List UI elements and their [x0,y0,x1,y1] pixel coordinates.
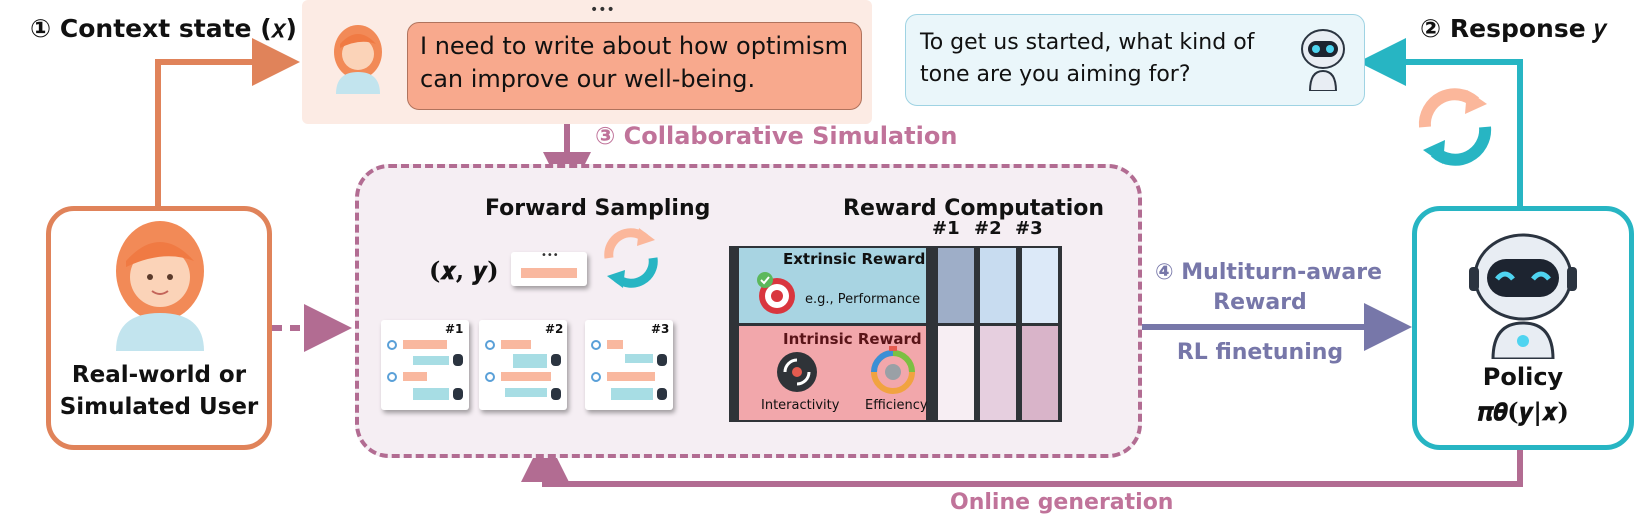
rollout-card-2: #2 [479,320,567,410]
user-mini-icon [591,340,601,350]
rollout-card-3: #3 [585,320,673,410]
extrinsic-reward-title: Extrinsic Reward [783,250,926,268]
policy-robot-icon [1469,233,1577,359]
rollout-number-3: #3 [651,322,670,336]
user-mini-icon [485,340,495,350]
efficiency-icon [871,346,915,394]
bot-message-bubble: To get us started, what kind of tone are… [905,14,1365,106]
policy-box: Policy 𝝅𝜽(𝒚|𝒙) [1412,206,1634,450]
context-arrow [155,38,300,206]
bot-mini-icon [453,388,463,400]
score-cell-extrinsic-3 [1022,248,1058,323]
efficiency-label: Efficiency [865,398,928,413]
bot-mini-icon [551,388,561,400]
extrinsic-example: e.g., Performance [805,292,921,307]
rl-finetuning-label: RL finetuning [1176,340,1344,365]
policy-formula: 𝝅𝜽(𝒚|𝒙) [1477,397,1569,426]
column-header-3: #3 [1015,218,1043,239]
target-icon [757,272,795,314]
user-message-bubble: I need to write about how optimism can i… [407,22,862,110]
online-generation-label: Online generation [950,490,1174,515]
score-cell-intrinsic-1 [938,326,974,420]
score-cell-extrinsic-2 [980,248,1016,323]
response-arrow [1358,38,1523,206]
context-response-pair: (𝒙, 𝒚) [429,256,499,285]
user-mini-icon [485,372,495,382]
user-message-text: I need to write about how optimism can i… [420,32,848,93]
score-cell-extrinsic-1 [938,248,974,323]
user-box: Real-world or Simulated User [46,206,272,450]
user-large-avatar-icon [116,221,204,351]
bot-message-text: To get us started, what kind of tone are… [920,30,1255,87]
column-header-2: #2 [974,218,1002,239]
sample-ellipsis-icon: ••• [541,250,559,261]
ellipsis-icon: ••• [590,2,615,18]
user-avatar-icon [334,25,382,94]
user-box-line2: Simulated User [59,394,259,420]
multiturn-reward-line1: ④ Multiturn-aware [1155,260,1383,285]
user-mini-icon [591,372,601,382]
intrinsic-reward-title: Intrinsic Reward [783,330,922,348]
rollout-card-1: #1 [381,320,469,410]
simulation-box: Forward Sampling Reward Computation (𝒙, … [355,164,1142,458]
context-state-label: ① Context state (𝑥) [30,14,297,43]
user-mini-icon [387,372,397,382]
multiturn-reward-line2: Reward [1213,290,1307,315]
rollout-number-1: #1 [445,322,464,336]
bot-mini-icon [657,388,667,400]
intrinsic-reward-cell: Intrinsic Reward Interactivity Efficienc… [739,326,928,420]
score-cell-intrinsic-3 [1022,326,1058,420]
update-cycle-icon [1418,88,1492,166]
sampling-cycle-icon [604,228,658,288]
user-turn-panel: ••• I need to write about how optimism c… [302,0,872,124]
score-cell-intrinsic-2 [980,326,1016,420]
interactivity-label: Interactivity [761,398,840,413]
bot-mini-icon [657,354,667,366]
response-label: ② Response 𝑦 [1420,14,1607,43]
column-header-1: #1 [932,218,960,239]
forward-sampling-label: Forward Sampling [485,196,711,221]
rollout-number-2: #2 [545,322,564,336]
robot-icon [1301,29,1345,91]
collaborative-simulation-label: ③ Collaborative Simulation [595,122,958,150]
policy-title: Policy [1482,363,1564,391]
user-mini-icon [387,340,397,350]
bot-mini-icon [551,354,561,366]
user-box-line1: Real-world or [71,362,247,388]
extrinsic-reward-cell: Extrinsic Reward e.g., Performance [739,248,926,323]
reward-computation-label: Reward Computation [843,196,1105,221]
sample-header-card: ••• [511,250,587,286]
interactivity-icon [777,352,817,392]
online-generation-arrow [521,434,1523,487]
bot-mini-icon [453,354,463,366]
